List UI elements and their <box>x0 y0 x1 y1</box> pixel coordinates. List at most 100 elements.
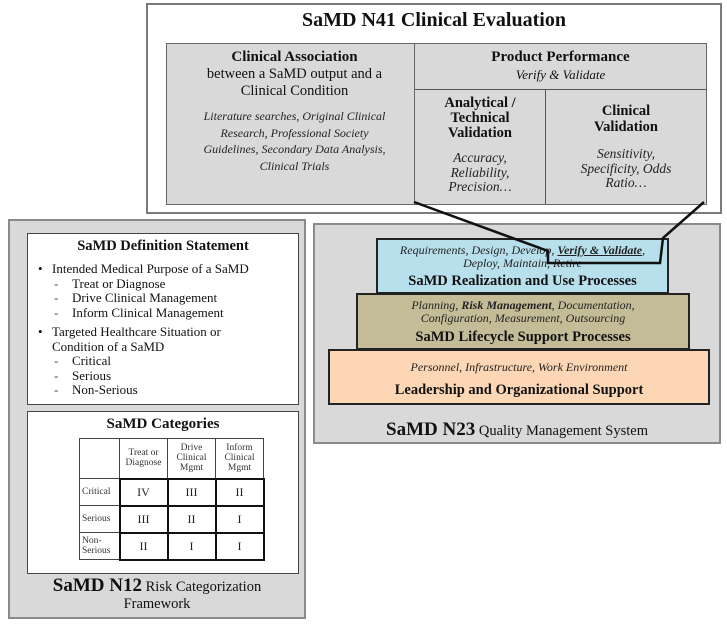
category-cell: I <box>214 531 265 561</box>
title-line: Clinical <box>601 103 651 119</box>
detail-line: Ratio… <box>605 175 647 190</box>
header-line: Diagnose <box>125 458 162 469</box>
n23-caption-rest: Quality Management System <box>475 423 648 439</box>
item-label: Treat or Diagnose <box>72 275 166 291</box>
items-text: Planning, <box>411 298 462 312</box>
leadership-title: Leadership and Organizational Support <box>394 382 644 398</box>
items-text-line2: Configuration, Measurement, Outsourcing <box>420 311 626 325</box>
list-item: - Inform Clinical Management <box>28 304 298 321</box>
row-label-line: Critical <box>82 487 111 497</box>
realization-processes-box: Requirements, Design, Develop, Verify & … <box>376 238 669 294</box>
category-cell: II <box>166 504 217 534</box>
row-label-line: Serious <box>82 546 111 556</box>
n23-caption-bold: SaMD N23 <box>386 419 476 440</box>
analytical-validation-box: Analytical / Technical Validation Accura… <box>415 90 546 204</box>
clinical-validation-box: Clinical Validation Sensitivity, Specifi… <box>546 90 706 204</box>
items-text: Requirements, Design, Develop, <box>399 243 558 257</box>
item-label: Drive Clinical Management <box>72 290 218 305</box>
clinical-association-subtitle-1: between a SaMD output and a <box>206 66 383 82</box>
lifecycle-title: SaMD Lifecycle Support Processes <box>415 329 631 345</box>
product-performance-title: Product Performance <box>491 49 630 65</box>
definition-statement-title: SaMD Definition Statement <box>77 238 249 254</box>
title-line: Analytical / <box>444 95 516 111</box>
header-line: Mgmt <box>227 463 252 474</box>
detail-line: Reliability, <box>450 164 510 180</box>
product-performance-box: Product Performance Verify & Validate An… <box>414 43 707 205</box>
row-label-line: Non- <box>82 536 102 546</box>
row-header: Non-Serious <box>79 532 120 560</box>
leadership-support-box: Personnel, Infrastructure, Work Environm… <box>328 349 710 405</box>
title-line: Validation <box>594 119 658 135</box>
header-line: Mgmt <box>179 463 204 474</box>
list-item: - Treat or Diagnose <box>28 275 298 292</box>
category-cell: III <box>166 477 217 507</box>
definition-group-situation: • Targeted Healthcare Situation or <box>28 324 298 340</box>
product-performance-header: Product Performance Verify & Validate <box>415 44 706 90</box>
table-row: Serious III II I <box>79 504 265 534</box>
item-label: Inform Clinical Management <box>72 304 224 320</box>
items-text: , <box>642 243 646 257</box>
table-row: Non-Serious II I I <box>79 531 265 561</box>
category-cell: III <box>118 504 169 534</box>
list-item: - Drive Clinical Management <box>28 290 298 306</box>
category-cell: I <box>166 531 217 561</box>
header-line: Treat or <box>128 448 159 459</box>
n41-clinical-evaluation-panel: SaMD N41 Clinical Evaluation Clinical As… <box>146 3 722 214</box>
verify-validate-highlight: Verify & Validate <box>557 243 643 257</box>
group-label: Condition of a SaMD <box>52 338 165 354</box>
row-label-line: Serious <box>82 514 111 524</box>
dash-icon: - <box>54 382 59 397</box>
group-label: Targeted Healthcare Situation or <box>52 324 221 339</box>
header-line: Drive <box>180 443 203 454</box>
lifecycle-support-box: Planning, Risk Management, Documentation… <box>356 293 690 350</box>
title-line: Technical <box>450 110 510 126</box>
clinical-association-subtitle-2: Clinical Condition <box>240 83 349 99</box>
leadership-items: Personnel, Infrastructure, Work Environm… <box>410 360 628 374</box>
table-row: Critical IV III II <box>79 477 265 507</box>
categories-title: SaMD Categories <box>106 416 220 432</box>
n12-risk-categorization-panel: SaMD Definition Statement • Intended Med… <box>8 219 306 619</box>
group-label-cont: Condition of a SaMD <box>28 338 298 355</box>
row-header: Critical <box>79 478 120 506</box>
item-label: Critical <box>72 353 111 368</box>
n23-caption: SaMD N23 Quality Management System <box>315 419 719 441</box>
definition-group-purpose: • Intended Medical Purpose of a SaMD <box>28 261 298 277</box>
product-performance-subtitle: Verify & Validate <box>515 67 606 82</box>
detail-line: Accuracy, <box>453 150 507 165</box>
detail-line: Research, Professional Society <box>220 125 369 140</box>
n12-caption-line2: Framework <box>123 596 191 612</box>
category-cell: II <box>214 477 265 507</box>
clinical-association-details: Literature searches, Original Clinical R… <box>167 108 422 174</box>
realization-items: Requirements, Design, Develop, Verify & … <box>378 244 667 270</box>
dash-icon: - <box>54 290 59 305</box>
group-label: Intended Medical Purpose of a SaMD <box>52 261 249 276</box>
clinical-association-box: Clinical Association between a SaMD outp… <box>166 43 423 205</box>
category-cell: IV <box>118 477 169 507</box>
detail-line: Precision… <box>448 179 512 194</box>
list-item: - Serious <box>28 367 298 384</box>
dash-icon: - <box>54 275 59 291</box>
detail-line: Literature searches, Original Clinical <box>203 109 386 123</box>
item-label: Non-Serious <box>72 382 138 397</box>
header-line: Clinical <box>176 453 207 464</box>
clinical-validation-details: Sensitivity, Specificity, Odds Ratio… <box>546 146 706 191</box>
analytical-validation-title: Analytical / Technical Validation <box>415 96 545 141</box>
detail-line: Guidelines, Secondary Data Analysis, <box>203 142 386 156</box>
bullet-icon: • <box>38 324 43 339</box>
n41-title: SaMD N41 Clinical Evaluation <box>302 9 566 31</box>
items-text: , Documentation, <box>551 298 635 312</box>
definition-list: • Intended Medical Purpose of a SaMD - T… <box>28 261 298 398</box>
n12-caption-bold: SaMD N12 <box>52 575 142 596</box>
title-line: Validation <box>448 125 512 141</box>
category-cell: II <box>118 531 169 561</box>
detail-line: Clinical Trials <box>259 158 330 173</box>
dash-icon: - <box>54 367 59 383</box>
dash-icon: - <box>54 353 59 368</box>
table-corner-cell <box>79 438 120 479</box>
items-text-line2: Deploy, Maintain, Retire <box>463 256 582 270</box>
